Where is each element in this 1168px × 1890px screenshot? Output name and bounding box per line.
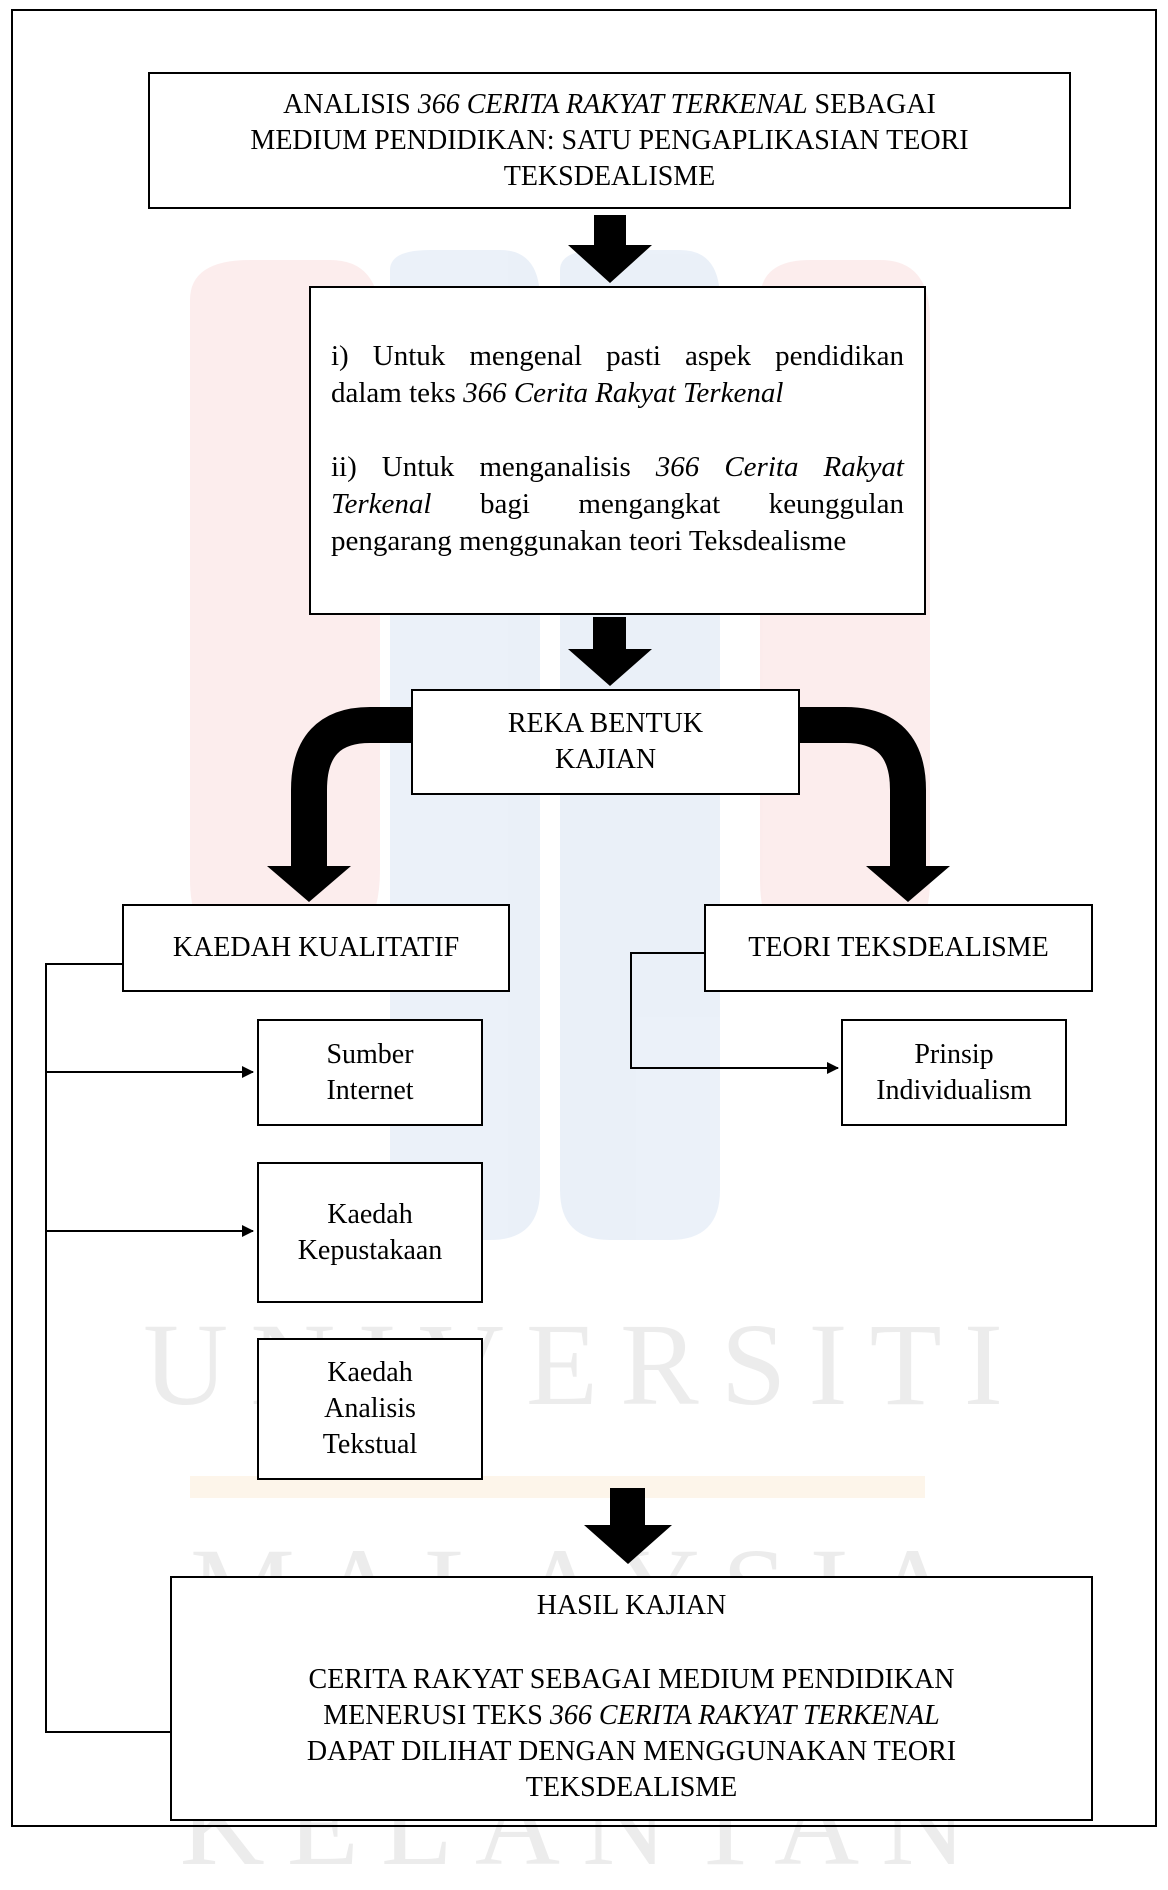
- diagram-canvas: UNIVERSITI MALAYSIA KELANTAN ANALISIS 36…: [11, 9, 1157, 1890]
- method-item-textual-line-2: Analisis: [324, 1393, 416, 1424]
- objective-1-line-1: i) Untuk mengenal pasti aspek pendidikan: [331, 340, 904, 372]
- method-item-internet-line-1: Sumber: [326, 1038, 414, 1070]
- theory-item-line-2: Individualism: [876, 1074, 1032, 1106]
- result-line-3: DAPAT DILIHAT DENGAN MENGGUNAKAN TEORI: [306, 1736, 957, 1767]
- result-line-2: MENERUSI TEKS 366 CERITA RAKYAT TERKENAL: [323, 1700, 940, 1731]
- method-item-textual: Kaedah Analisis Tekstual: [257, 1338, 483, 1480]
- method-item-library-line-2: Kepustakaan: [297, 1234, 443, 1266]
- theory-connector: [630, 952, 839, 1074]
- method-item-textual-line-3: Tekstual: [322, 1429, 418, 1460]
- result-heading: HASIL KAJIAN: [536, 1590, 727, 1621]
- objective-1-line-2: dalam teks 366 Cerita Rakyat Terkenal: [331, 377, 784, 409]
- research-design-line-2: KAJIAN: [554, 744, 657, 775]
- page-frame: [11, 9, 1157, 1827]
- method-item-library-line-1: Kaedah: [327, 1198, 413, 1230]
- method-item-internet-line-2: Internet: [326, 1074, 414, 1106]
- method-connector-trunk: [45, 963, 254, 1738]
- title-line-1: ANALISIS 366 CERITA RAKYAT TERKENAL SEBA…: [283, 88, 936, 120]
- result-box: HASIL KAJIAN CERITA RAKYAT SEBAGAI MEDIU…: [170, 1576, 1093, 1821]
- objectives-box: i) Untuk mengenal pasti aspek pendidikan…: [309, 286, 926, 615]
- theory-label: TEORI TEKSDEALISME: [748, 932, 1049, 963]
- title-line-3: TEKSDEALISME: [503, 160, 716, 192]
- result-line-4: TEKSDEALISME: [525, 1772, 738, 1803]
- theory-item-individualism: Prinsip Individualism: [841, 1019, 1067, 1126]
- title-box: ANALISIS 366 CERITA RAKYAT TERKENAL SEBA…: [148, 72, 1071, 209]
- qualitative-method-label: KAEDAH KUALITATIF: [172, 932, 460, 963]
- research-design-box: REKA BENTUK KAJIAN: [411, 689, 800, 795]
- connector-lines: [45, 952, 839, 1738]
- objective-2-line-3: pengarang menggunakan teori Teksdealisme: [331, 525, 847, 557]
- objective-2-line-2: Terkenal bagi mengangkat keunggulan: [331, 488, 904, 520]
- theory-item-line-1: Prinsip: [914, 1038, 994, 1070]
- method-item-internet: Sumber Internet: [257, 1019, 483, 1126]
- title-line-2: MEDIUM PENDIDIKAN: SATU PENGAPLIKASIAN T…: [250, 124, 969, 156]
- result-line-1: CERITA RAKYAT SEBAGAI MEDIUM PENDIDIKAN: [308, 1664, 955, 1695]
- research-design-line-1: REKA BENTUK: [507, 708, 704, 739]
- method-item-textual-line-1: Kaedah: [327, 1357, 413, 1388]
- qualitative-method-box: KAEDAH KUALITATIF: [122, 904, 510, 992]
- objective-2-line-1: ii) Untuk menganalisis 366 Cerita Rakyat: [331, 451, 904, 483]
- method-item-library: Kaedah Kepustakaan: [257, 1162, 483, 1303]
- theory-box: TEORI TEKSDEALISME: [704, 904, 1093, 992]
